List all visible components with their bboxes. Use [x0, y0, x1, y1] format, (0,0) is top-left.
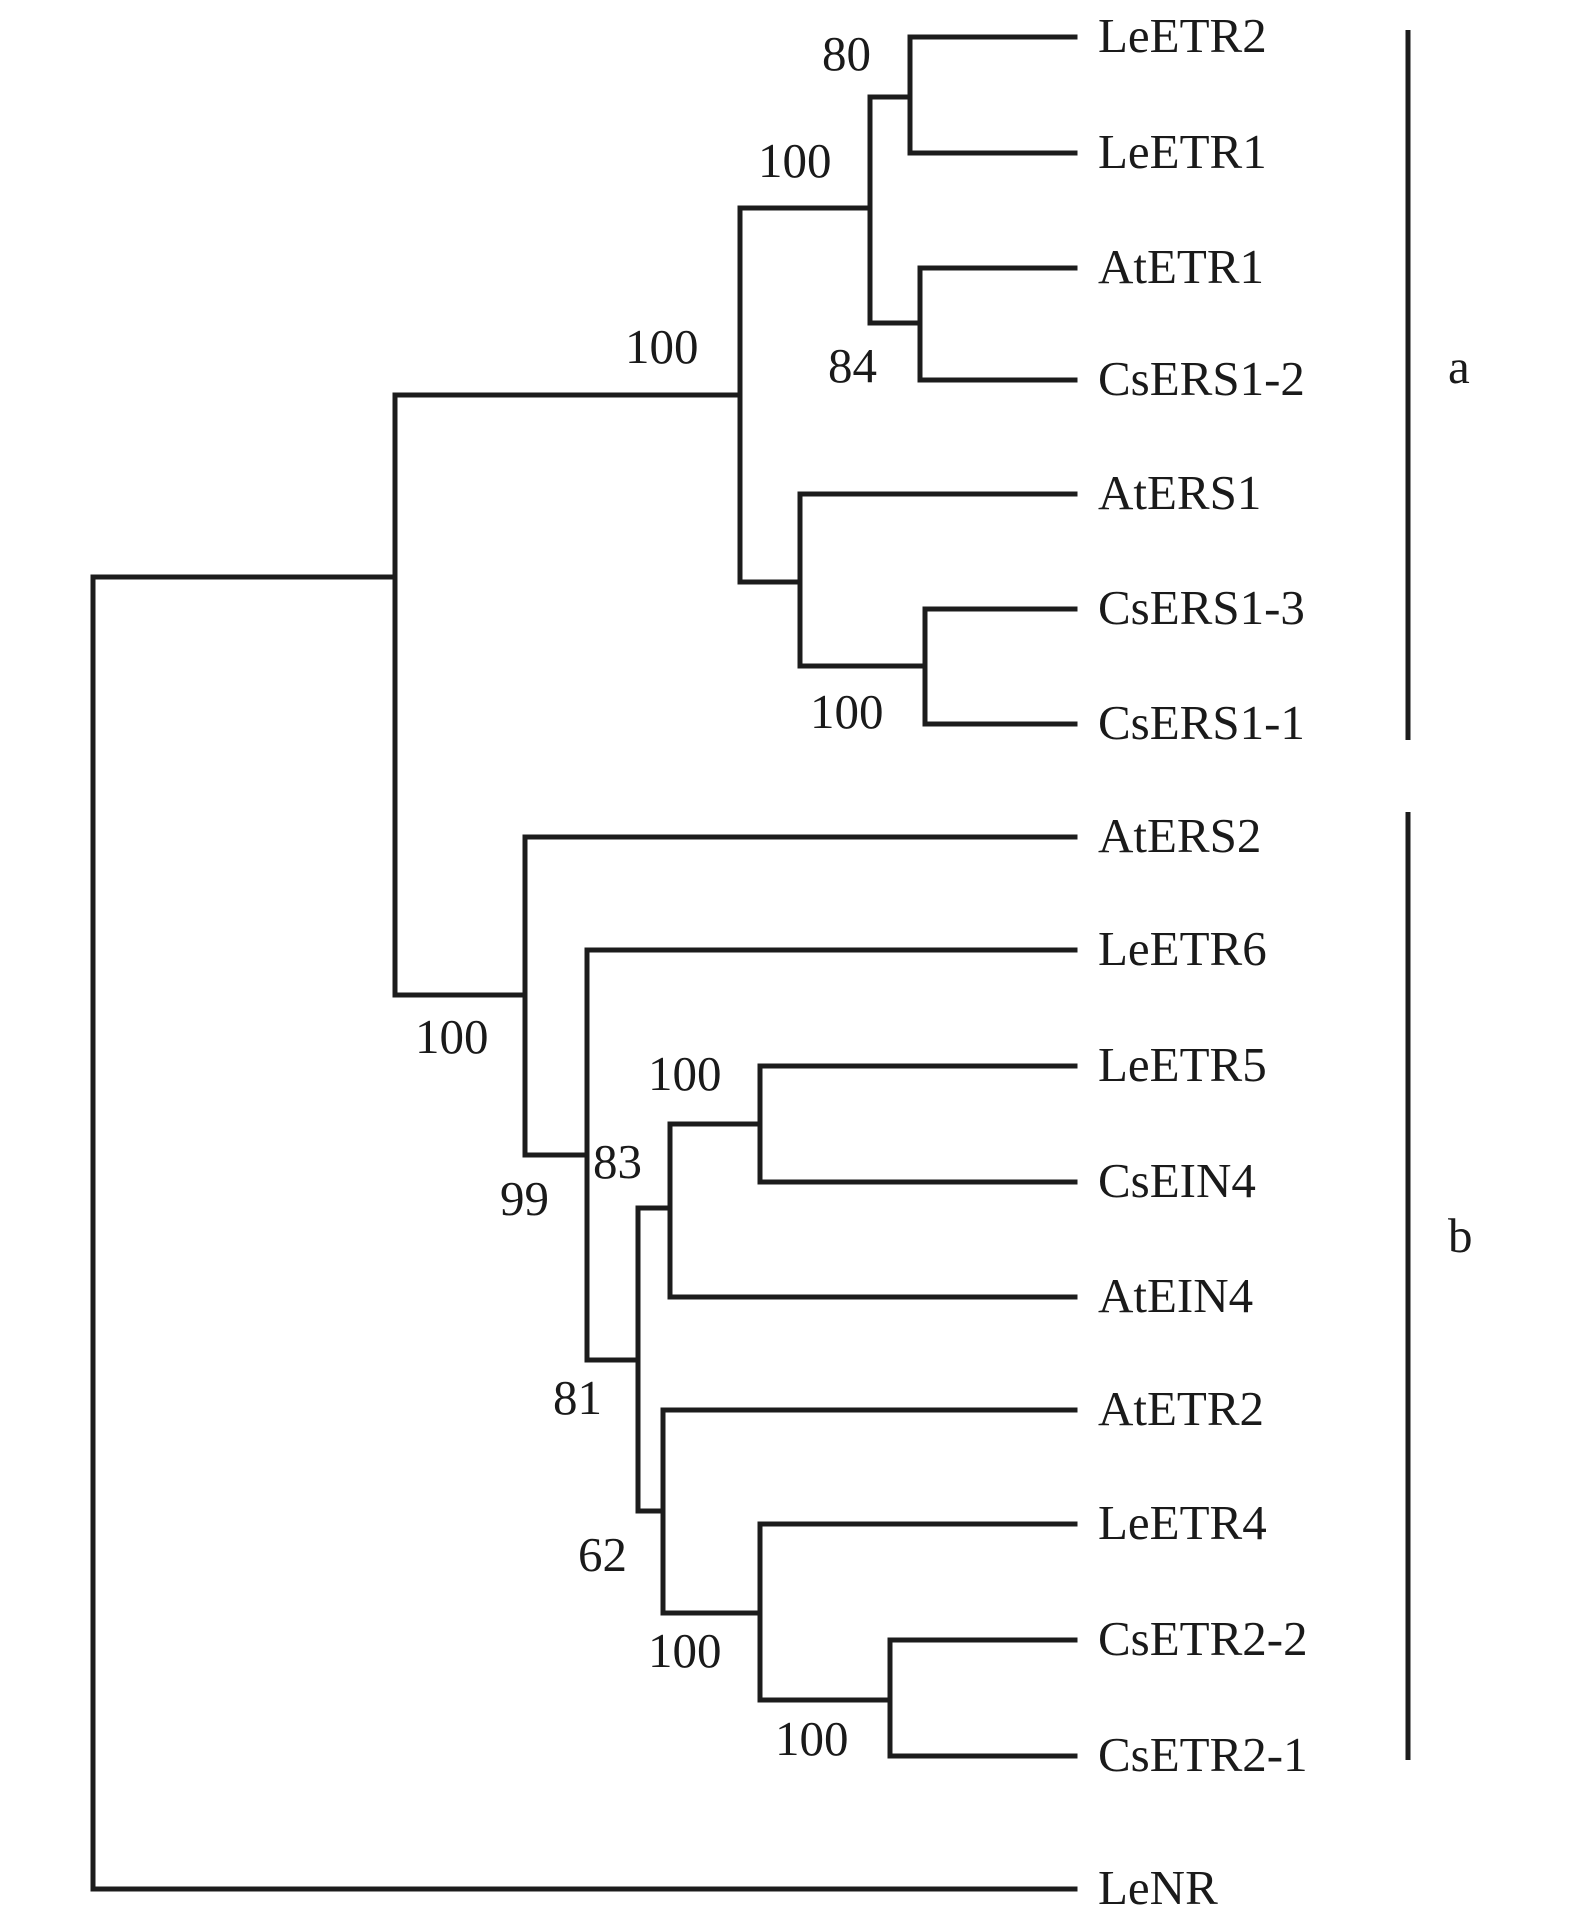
leaf-label: AtETR1	[1098, 239, 1264, 294]
branch-csetr2-2-csetr2-1	[887, 1637, 1078, 1759]
leaf-label: CsETR2-2	[1098, 1611, 1308, 1666]
bootstrap-value: 100	[625, 319, 699, 374]
clade-a-label: a	[1448, 339, 1470, 394]
bootstrap-value: 100	[415, 1009, 489, 1064]
leaf-label: LeETR1	[1098, 124, 1267, 179]
bootstrap-values: 80 100 84 100 100 100 100 83 99 81 62 10…	[415, 26, 884, 1766]
leaf-label: CsERS1-1	[1098, 695, 1305, 750]
branch-clade-a-upper	[737, 205, 873, 585]
bootstrap-value: 83	[593, 1134, 642, 1189]
leaf-label: LeETR2	[1098, 8, 1267, 63]
bootstrap-value: 81	[553, 1370, 602, 1425]
leaf-label: CsEIN4	[1098, 1153, 1256, 1208]
branch-ler-pair-parent	[867, 94, 923, 326]
branch-root	[90, 574, 1078, 1892]
branch-leetr4-csetr2	[757, 1521, 1078, 1703]
leaf-labels: LeETR2 LeETR1 AtETR1 CsERS1-2 AtERS1 CsE…	[1098, 8, 1308, 1909]
bootstrap-value: 62	[578, 1527, 627, 1582]
leaf-label: AtETR2	[1098, 1381, 1264, 1436]
bootstrap-value: 80	[822, 26, 871, 81]
branch-leetr6-group	[584, 947, 1078, 1363]
branch-root-upper	[392, 392, 743, 998]
leaf-label: LeETR5	[1098, 1037, 1267, 1092]
bootstrap-value: 100	[758, 133, 832, 188]
branch-atetr2-group	[660, 1407, 1078, 1616]
leaf-label: AtERS1	[1098, 465, 1261, 520]
leaf-label: LeETR4	[1098, 1495, 1267, 1550]
clade-brackets: a b	[1405, 30, 1473, 1760]
leaf-label: LeETR6	[1098, 921, 1267, 976]
branch-atetr1-csers1-2	[917, 265, 1078, 383]
branch-leetr5-csein4	[757, 1063, 1078, 1185]
clade-b-label: b	[1448, 1208, 1473, 1263]
branch-aters1-csers	[797, 491, 1078, 669]
leaf-label: LeNR	[1098, 1860, 1218, 1909]
bootstrap-value: 84	[828, 338, 877, 393]
bootstrap-value: 99	[500, 1171, 549, 1226]
branch-ein4-etr2-groups	[635, 1205, 673, 1514]
leaf-label: CsETR2-1	[1098, 1727, 1308, 1782]
branch-csers1-3-csers1-1	[922, 606, 1078, 727]
bootstrap-value: 100	[648, 1046, 722, 1101]
branch-ein4-group	[667, 1121, 1078, 1300]
branch-leetr2-leetr1	[907, 34, 1078, 156]
bootstrap-value: 100	[810, 684, 884, 739]
leaf-label: AtEIN4	[1098, 1268, 1253, 1323]
leaf-label: CsERS1-2	[1098, 351, 1305, 406]
leaf-label: CsERS1-3	[1098, 580, 1305, 635]
leaf-label: AtERS2	[1098, 808, 1261, 863]
bootstrap-value: 100	[648, 1623, 722, 1678]
bootstrap-value: 100	[775, 1711, 849, 1766]
tree-branches	[90, 34, 1078, 1892]
branch-clade-b	[522, 834, 1078, 1158]
